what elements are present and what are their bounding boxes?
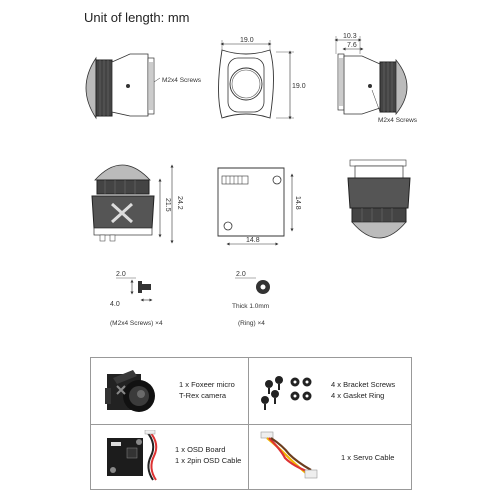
side-top-dim-1: 10.3 — [343, 33, 357, 40]
ring-detail — [256, 280, 270, 294]
screws-image — [261, 376, 312, 410]
osd-line-2: 1 x 2pin OSD Cable — [175, 456, 242, 465]
bottom-view-right — [347, 159, 411, 239]
screws-line-2: 4 x Gasket Ring — [331, 391, 385, 400]
package-contents-table: 1 x Foxeer micro T-Rex camera 4 x Bracke… — [90, 357, 412, 490]
bottom-height-dim-1: 24.2 — [176, 196, 183, 210]
table-divider-horizontal — [91, 424, 411, 425]
camera-image — [105, 370, 155, 412]
screws-text: 4 x Bracket Screws 4 x Gasket Ring — [331, 379, 395, 401]
screw-length-dim: 4.0 — [110, 301, 120, 308]
ring-qty-label: (Ring) ×4 — [238, 320, 265, 327]
board-height-dim: 14.8 — [294, 196, 301, 210]
front-view — [218, 49, 274, 119]
screw-detail — [130, 279, 153, 302]
osd-line-1: 1 x OSD Board — [175, 445, 226, 454]
screws-label-right: M2x4 Screws — [378, 117, 418, 124]
board-width-dim: 14.8 — [246, 237, 260, 244]
ring-thickness-label: Thick 1.0mm — [232, 303, 269, 310]
table-divider-vertical — [248, 358, 249, 489]
unit-label: Unit of length: mm — [84, 10, 190, 25]
screws-label-left: M2x4 Screws — [162, 77, 202, 84]
servo-line-1: 1 x Servo Cable — [341, 453, 395, 462]
camera-line-2: T-Rex camera — [179, 391, 227, 400]
bottom-height-dim-2: 21.5 — [164, 198, 171, 212]
osd-text: 1 x OSD Board 1 x 2pin OSD Cable — [175, 444, 241, 466]
screw-diameter-dim: 2.0 — [116, 271, 126, 278]
camera-line-1: 1 x Foxeer micro — [179, 380, 235, 389]
ring-diameter-dim: 2.0 — [236, 271, 246, 278]
side-view-right — [337, 53, 408, 116]
screws-qty-label: (M2x4 Screws) ×4 — [110, 320, 163, 327]
front-width-dim: 19.0 — [240, 37, 254, 44]
camera-text: 1 x Foxeer micro T-Rex camera — [179, 379, 235, 401]
front-height-dim: 19.0 — [292, 83, 306, 90]
bottom-view — [91, 164, 155, 242]
servo-cable-image — [260, 431, 318, 479]
side-view-left — [85, 53, 161, 120]
osd-board-image — [107, 430, 158, 481]
servo-text: 1 x Servo Cable — [341, 452, 394, 463]
osd-board-view — [217, 167, 285, 237]
screws-line-1: 4 x Bracket Screws — [331, 380, 396, 389]
side-top-dim-2: 7.6 — [347, 42, 357, 49]
